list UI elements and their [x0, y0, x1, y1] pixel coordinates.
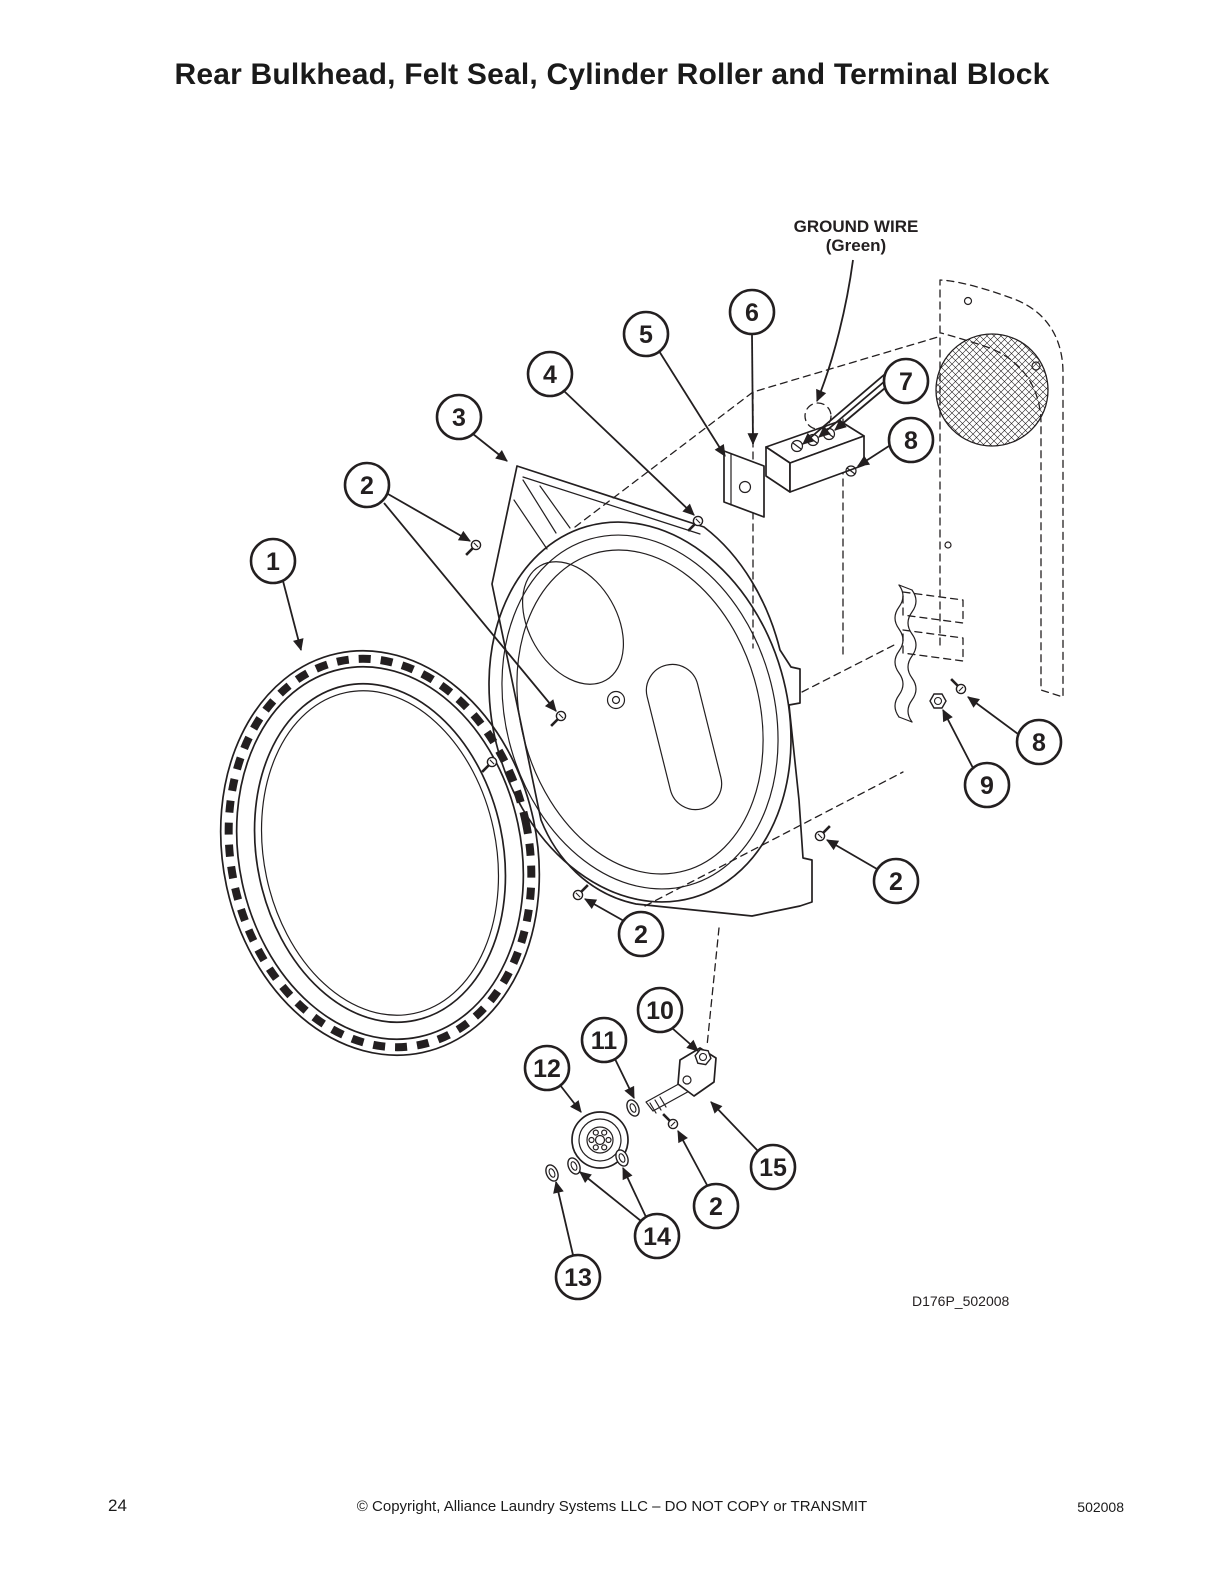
callout-13: 13: [553, 1180, 602, 1301]
callout-6: 6: [728, 288, 776, 446]
callout-5-label: 5: [639, 321, 653, 349]
callout-2-b: 2: [826, 839, 920, 905]
rear-panel-outline: [894, 279, 1064, 723]
page-title: Rear Bulkhead, Felt Seal, Cylinder Rolle…: [174, 58, 1050, 91]
callout-15-label: 15: [759, 1154, 787, 1182]
callout-8-right: 8: [967, 696, 1063, 766]
callout-11: 11: [580, 1016, 635, 1099]
foam-seal-strip: [894, 584, 917, 723]
callout-15: 15: [710, 1101, 797, 1191]
ground-wire-label: GROUND WIRE: [794, 217, 919, 236]
felt-seal: [219, 649, 541, 1057]
shaft-washer: [623, 1097, 643, 1119]
callout-2-b-label: 2: [889, 868, 903, 896]
cylinder-roller-assembly: [542, 1047, 717, 1184]
callout-12: 12: [523, 1044, 582, 1113]
roller-shaft: [645, 1079, 694, 1112]
callout-2-c-label: 2: [634, 921, 648, 949]
callout-4: 4: [526, 350, 695, 516]
callout-8-right-label: 8: [1032, 729, 1046, 757]
callout-4-label: 4: [543, 361, 557, 389]
exhaust-vent: [935, 333, 1049, 447]
callout-7-label: 7: [899, 368, 913, 396]
callout-9-label: 9: [980, 772, 994, 800]
terminal-block-assembly: [723, 402, 865, 518]
callout-6-label: 6: [745, 299, 759, 327]
callout-10: 10: [636, 986, 699, 1052]
diagram-id: D176P_502008: [912, 1293, 1010, 1309]
callout-8-top: 8: [857, 416, 935, 467]
ground-wire-loop: [804, 402, 832, 430]
roller-washer-a: [612, 1147, 632, 1169]
callout-14: 14: [579, 1167, 681, 1260]
roller-screw: [658, 1109, 681, 1132]
callout-10-label: 10: [646, 997, 674, 1025]
callout-1: 1: [249, 537, 304, 652]
callout-13-label: 13: [564, 1264, 592, 1292]
rear-bulkhead: [488, 465, 813, 917]
callout-14-label: 14: [643, 1223, 671, 1251]
callout-1-label: 1: [266, 548, 280, 576]
terminal-mount-plate: [723, 450, 765, 518]
callout-2-d: 2: [677, 1130, 740, 1230]
page-footer: 24 © Copyright, Alliance Laundry Systems…: [0, 1496, 1224, 1528]
callout-2-c: 2: [584, 898, 665, 958]
callout-9: 9: [942, 709, 1011, 809]
callout-12-label: 12: [533, 1055, 561, 1083]
callout-8-top-label: 8: [904, 427, 918, 455]
hub-screw: [606, 690, 626, 710]
callouts: 6 5 4 7 3 8: [249, 288, 1063, 1301]
page-number: 24: [108, 1496, 127, 1515]
copyright-notice: © Copyright, Alliance Laundry Systems LL…: [356, 1498, 868, 1515]
roller-washer-c: [542, 1162, 562, 1184]
callout-2-a-label: 2: [360, 472, 374, 500]
ground-wire-annotation: GROUND WIRE (Green): [794, 217, 919, 403]
bulkhead-slot: [645, 663, 723, 811]
callout-3-label: 3: [452, 404, 466, 432]
ground-wire-sublabel: (Green): [826, 236, 886, 255]
callout-3: 3: [435, 393, 508, 462]
callout-2-d-label: 2: [709, 1193, 723, 1221]
bulkhead-cutout: [521, 561, 625, 685]
callout-2-a: 2: [343, 461, 557, 712]
cylinder-roller: [571, 1111, 629, 1169]
ground-screw: [845, 465, 857, 477]
callout-7: 7: [802, 357, 930, 445]
callout-5: 5: [622, 310, 726, 457]
callout-11-label: 11: [591, 1027, 618, 1055]
doc-number: 502008: [1077, 1499, 1124, 1515]
